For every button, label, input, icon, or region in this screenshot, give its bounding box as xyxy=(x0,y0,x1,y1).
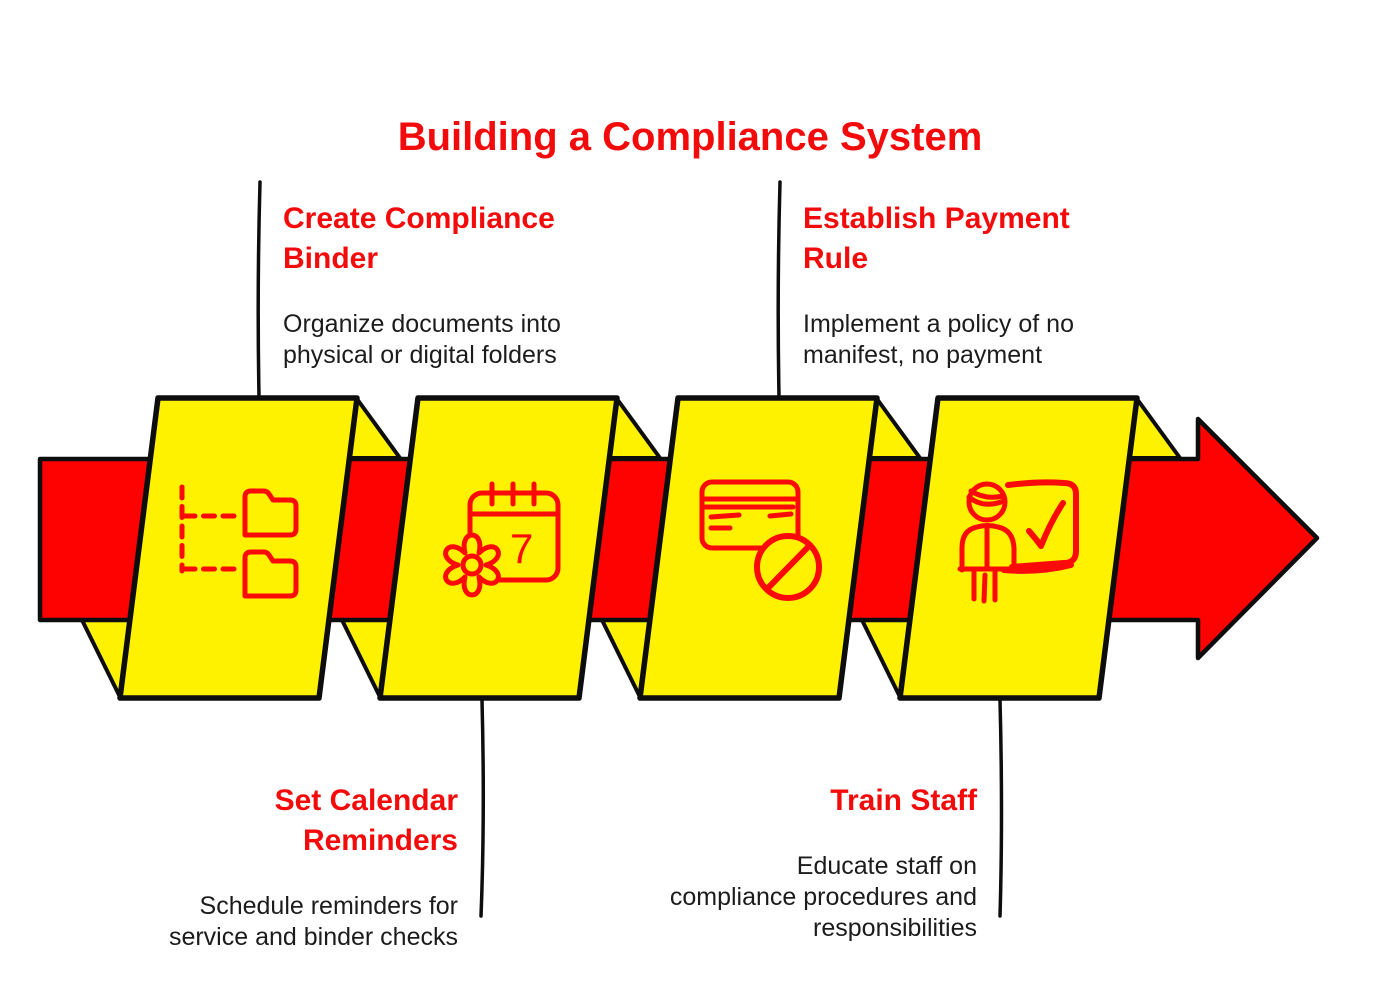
folder-shape xyxy=(242,488,299,538)
gear-shape xyxy=(443,532,501,598)
person-cap-line xyxy=(968,488,1006,500)
person-torso xyxy=(959,523,1017,573)
connector-line-step-1 xyxy=(256,180,262,398)
card-detail-line xyxy=(767,511,794,519)
calendar-gear-icon: 7 xyxy=(443,481,561,598)
card-blocked-icon xyxy=(699,479,822,601)
presentation-board xyxy=(1005,479,1079,570)
step-label-3: Establish Payment Rule Implement a polic… xyxy=(803,181,1143,389)
prohibition-slash xyxy=(764,542,813,592)
step-heading: Establish Payment Rule xyxy=(803,202,1070,275)
step-heading: Create Compliance Binder xyxy=(283,202,555,275)
credit-card-shape xyxy=(699,479,801,551)
gear-hub xyxy=(460,553,484,577)
presentation-board-bottom xyxy=(1001,562,1074,574)
calendar-day-number: 7 xyxy=(510,525,533,572)
step-label-1: Create Compliance Binder Organize docume… xyxy=(283,181,623,389)
step-description: Organize documents into physical or digi… xyxy=(283,310,561,369)
connector-line-step-4 xyxy=(998,698,1004,918)
page-title: Building a Compliance System xyxy=(397,114,983,159)
presenter-checklist-icon xyxy=(957,479,1079,604)
step-description: Educate staff on compliance procedures a… xyxy=(669,852,977,942)
step-banner-4 xyxy=(897,395,1140,701)
person-cap-line xyxy=(966,494,1007,507)
folder-tree-icon xyxy=(179,484,299,599)
connector-line-step-2 xyxy=(479,698,486,918)
step-heading: Train Staff xyxy=(830,784,977,817)
person-leg-line xyxy=(981,572,988,604)
folder-shape xyxy=(242,549,299,599)
card-detail-line xyxy=(708,512,742,520)
step-label-2: Set Calendar Reminders Schedule reminder… xyxy=(38,763,458,971)
step-heading: Set Calendar Reminders xyxy=(274,784,458,857)
step-label-4: Train Staff Educate staff on compliance … xyxy=(547,763,977,962)
step-description: Schedule reminders for service and binde… xyxy=(168,892,458,951)
connector-line-step-3 xyxy=(776,180,782,398)
checkmark xyxy=(1026,500,1066,549)
step-description: Implement a policy of no manifest, no pa… xyxy=(803,310,1074,369)
step-banner-1 xyxy=(117,395,360,701)
